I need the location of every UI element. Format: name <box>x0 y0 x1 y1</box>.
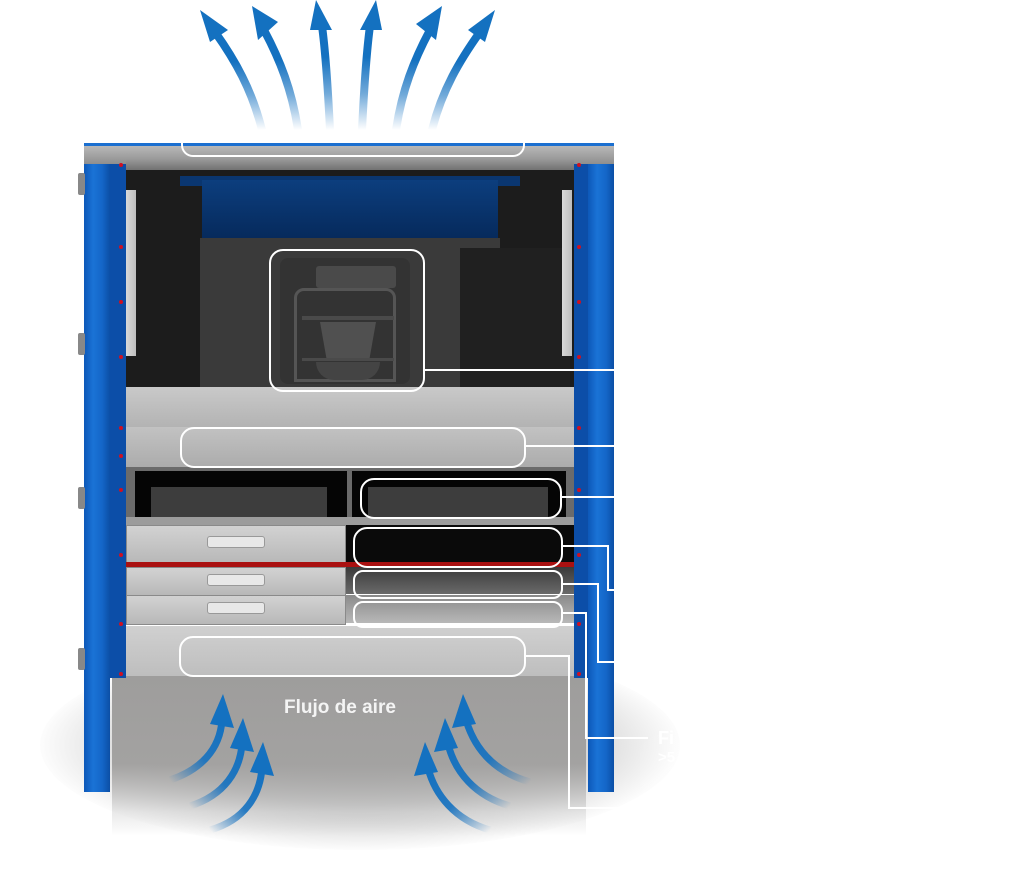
callout-label-inlet-plenum: P <box>658 798 671 818</box>
fan-housing <box>280 258 410 384</box>
leader-carbon-filter <box>563 545 640 591</box>
inlet-arrow-left-1 <box>168 719 226 784</box>
right-post-inner <box>574 158 588 678</box>
callout-fan[interactable] <box>269 249 425 392</box>
callout-prefilter-2[interactable] <box>353 601 563 628</box>
callout-upper-panel[interactable] <box>180 427 526 468</box>
left-side-rail <box>126 190 136 356</box>
callout-roof-outlet[interactable] <box>181 132 525 157</box>
red-seal-strip <box>126 562 574 567</box>
discharge-plenum <box>202 180 498 238</box>
bag-filter-row <box>126 467 574 525</box>
inlet-arrow-left-3 <box>208 767 266 834</box>
inlet-arrow-right-2 <box>444 743 512 810</box>
outlet-arrowhead-1 <box>200 10 228 42</box>
outlet-arrow-6 <box>428 29 484 131</box>
inlet-arrow-left-2 <box>188 743 246 810</box>
carbon-drawer-left <box>126 525 346 564</box>
outlet-arrowhead-2 <box>252 6 278 40</box>
outlet-arrow-4 <box>358 25 374 131</box>
roof-panel <box>84 143 614 164</box>
outlet-arrow-1 <box>211 29 266 131</box>
right-post <box>588 158 614 792</box>
left-post <box>84 158 110 792</box>
left-hinge-4 <box>78 648 85 670</box>
motor-box <box>460 248 570 387</box>
leader-inlet-plenum <box>526 655 648 809</box>
carbon-filter-right <box>346 525 574 562</box>
left-hinge-3 <box>78 487 85 509</box>
callout-label-prefilter-2: Fi >5 <box>658 728 676 766</box>
bag-filter-left <box>135 471 347 517</box>
outlet-arrow-3 <box>318 25 334 131</box>
inlet-arrow-right-1 <box>462 718 532 786</box>
left-hinge-2 <box>78 333 85 355</box>
callout-prefilter-1[interactable] <box>353 570 563 599</box>
inlet-arrows <box>168 694 532 834</box>
left-hinge-1 <box>78 173 85 195</box>
inlet-floor-area <box>112 676 586 836</box>
inlet-arrow-right-3 <box>424 767 492 834</box>
inlet-plenum-panel <box>126 626 574 676</box>
airflow-label: Flujo de aire <box>284 697 396 718</box>
callout-carbon-filter[interactable] <box>353 527 563 568</box>
callout-inlet-plenum[interactable] <box>179 636 526 677</box>
outlet-arrows <box>200 0 495 131</box>
leader-prefilter-2 <box>563 612 648 739</box>
prefilter-drawer-left-2 <box>126 595 346 625</box>
outlet-arrow-2 <box>260 28 302 131</box>
right-side-rail <box>562 190 572 356</box>
drawer-handle[interactable] <box>207 536 265 548</box>
left-post-inner <box>110 158 126 678</box>
leader-prefilter-1 <box>563 583 640 663</box>
outlet-arrow-5 <box>392 28 434 131</box>
drawer-handle[interactable] <box>207 602 265 614</box>
access-panel-middle <box>126 427 574 467</box>
top-rail <box>126 159 574 171</box>
drawer-handle[interactable] <box>207 574 265 586</box>
prefilter-right-2 <box>346 595 574 623</box>
callout-bag-filter[interactable] <box>360 478 562 519</box>
